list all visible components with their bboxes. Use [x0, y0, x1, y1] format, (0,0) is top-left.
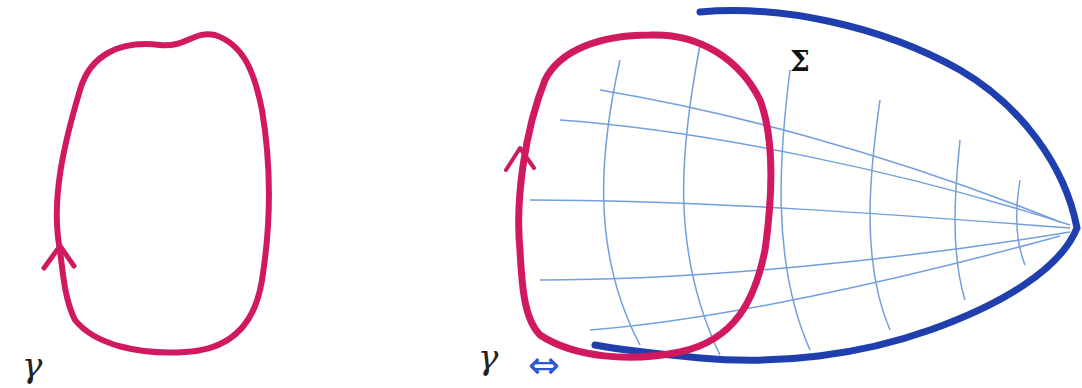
equivalence-symbol: ⇔ — [528, 346, 560, 384]
closed-curve — [519, 35, 771, 357]
orientation-arrow — [44, 246, 74, 268]
orientation-arrow — [506, 148, 534, 170]
surface-outline — [595, 11, 1077, 361]
curve-label: γ — [478, 340, 498, 374]
curve-label: γ — [22, 348, 42, 382]
surface-label: Σ — [790, 48, 810, 76]
closed-curve — [57, 34, 269, 352]
